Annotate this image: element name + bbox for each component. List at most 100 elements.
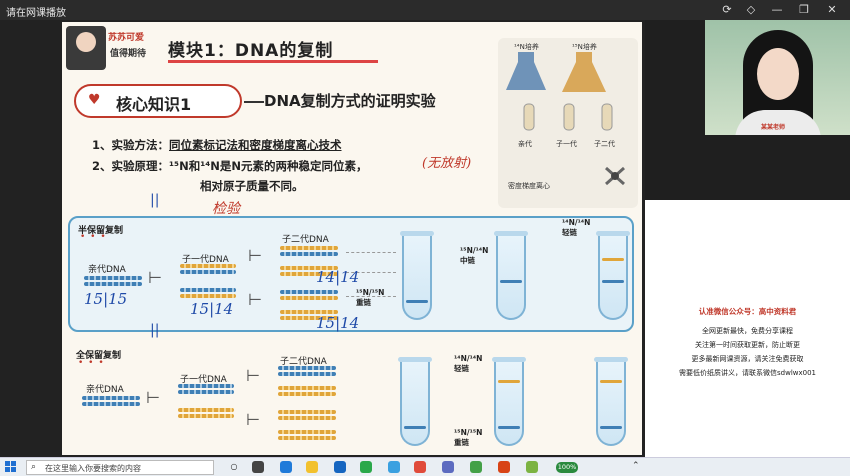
handwriting-mark: || xyxy=(150,322,159,338)
light-band xyxy=(602,258,624,261)
exp2-parent-label: 亲代DNA xyxy=(86,382,124,395)
taskbar-app-icon[interactable] xyxy=(414,461,426,473)
restore-icon[interactable]: ❐ xyxy=(795,2,813,18)
search-placeholder: 在这里输入你要搜索的内容 xyxy=(45,463,141,474)
exp1-child1-strand xyxy=(180,294,236,298)
taskbar-app-icon[interactable] xyxy=(442,461,454,473)
tube-gen1 xyxy=(564,104,574,130)
edge-icon[interactable] xyxy=(280,461,292,473)
handwriting-ratio-b: 15|14 xyxy=(190,300,233,318)
ad-line: 全网更新最快，免费分享课程 xyxy=(645,326,850,336)
tube-gen0 xyxy=(524,104,534,130)
handwriting-stable: (无放射) xyxy=(422,152,471,171)
chevron-up-icon[interactable]: ⌃ xyxy=(632,461,640,471)
folder-icon[interactable] xyxy=(306,461,318,473)
arrow-icon: ⊢ xyxy=(246,368,260,384)
dashed-guide xyxy=(346,252,396,253)
middle-band xyxy=(500,280,522,283)
ad-line: 需要低价纸质讲义，请联系微信sdwlwx001 xyxy=(645,368,850,378)
exp2-child1-strand xyxy=(178,408,234,412)
exp1-mid-label: ¹⁵N/¹⁴N 中链 xyxy=(460,246,488,266)
core-knowledge-pill: ♥ 核心知识1 xyxy=(74,84,242,118)
point-method: 1、实验方法：同位素标记法和密度梯度离心技术 xyxy=(92,137,342,153)
exp2-parent-strand xyxy=(82,396,140,400)
point2-text: ¹⁵N和¹⁴N是N元素的两种稳定同位素， xyxy=(169,159,368,173)
exp2-tube-gen1 xyxy=(494,360,524,446)
core-label: 核心知识1 xyxy=(116,91,191,115)
exp2-child2-strand xyxy=(278,386,336,390)
point-principle-cont: 相对原子质量不同。 xyxy=(200,178,304,194)
light-band xyxy=(600,380,622,383)
pin-icon[interactable]: ◇ xyxy=(742,2,760,18)
point1-prefix: 1、实验方法： xyxy=(92,138,169,152)
arrow-icon: ⊢ xyxy=(248,248,262,264)
point2-prefix: 2、实验原理： xyxy=(92,159,169,173)
heavy-band xyxy=(406,300,428,303)
taskbar-app-icon[interactable] xyxy=(498,461,510,473)
ad-title: 认准微信公众号：高中资料君 xyxy=(645,306,850,317)
exp2-dots: • • • xyxy=(78,358,105,368)
flask-15n-label: ¹⁵N培养 xyxy=(572,42,597,51)
point-principle: 2、实验原理：¹⁵N和¹⁴N是N元素的两种稳定同位素， xyxy=(92,158,368,174)
heavy-band xyxy=(600,426,622,429)
connector-line xyxy=(244,101,264,103)
exp1-child2-strand xyxy=(280,252,338,256)
exp2-child2-strand xyxy=(278,366,336,370)
teacher-avatar xyxy=(66,26,106,70)
ad-panel: 认准微信公众号：高中资料君 全网更新最快，免费分享课程 关注第一时间获取更新，防… xyxy=(645,200,850,457)
exp1-child2-strand xyxy=(280,296,338,300)
search-icon: ⌕ xyxy=(31,462,36,472)
taskbar-search-box[interactable]: ⌕ 在这里输入你要搜索的内容 xyxy=(26,460,214,475)
title-bar: 请在网课播放 ⟳ ◇ — ❐ ✕ xyxy=(0,0,850,20)
exp2-parent-strand xyxy=(82,402,140,406)
arrow-icon: ⊢ xyxy=(248,292,262,308)
gen1-label: 子一代 xyxy=(556,139,577,148)
arrow-icon: ⊢ xyxy=(146,390,160,406)
light-band xyxy=(498,380,520,383)
exp1-child1-strand xyxy=(180,264,236,268)
handwriting-mark: || xyxy=(150,192,159,208)
exp1-tube-gen1 xyxy=(496,234,526,320)
exp1-parent-strand xyxy=(84,276,142,280)
handwriting-ratio-c: 14|14 xyxy=(316,268,359,286)
exp2-heavy-label: ¹⁵N/¹⁵N 重链 xyxy=(454,428,482,448)
core-subtitle: DNA复制方式的证明实验 xyxy=(264,90,436,111)
window-title: 请在网课播放 xyxy=(6,4,66,19)
point1-text: 同位素标记法和密度梯度离心技术 xyxy=(169,138,342,152)
experiment-illustration: ¹⁴N培养 ¹⁵N培养 亲代 子一代 子二代 密度梯度离心 xyxy=(498,38,638,208)
taskbar-badge[interactable]: 100% xyxy=(556,462,578,473)
slide-area: 苏苏可爱 值得期待 模块1：DNA的复制 ♥ 核心知识1 DNA复制方式的证明实… xyxy=(0,20,645,457)
flask-14n-label: ¹⁴N培养 xyxy=(514,42,539,51)
heavy-band xyxy=(404,426,426,429)
slide: 苏苏可爱 值得期待 模块1：DNA的复制 ♥ 核心知识1 DNA复制方式的证明实… xyxy=(62,22,642,455)
exp1-parent-label: 亲代DNA xyxy=(88,262,126,275)
centrifuge-label: 密度梯度离心 xyxy=(508,181,550,190)
ad-line: 关注第一时间获取更新，防止断更 xyxy=(645,340,850,350)
exp2-child1-strand xyxy=(178,414,234,418)
taskbar-app-icon[interactable] xyxy=(360,461,372,473)
task-view-icon[interactable]: ○ xyxy=(228,461,240,473)
taskbar-app-icon[interactable] xyxy=(252,461,264,473)
exp2-child2-strand xyxy=(278,392,336,396)
taskbar-app-icon[interactable] xyxy=(334,461,346,473)
exp1-tube-gen2 xyxy=(598,234,628,320)
dark-panel xyxy=(645,20,705,200)
heavy-band xyxy=(498,426,520,429)
exp1-child1-strand xyxy=(180,288,236,292)
minimize-icon[interactable]: — xyxy=(768,2,786,18)
exp2-tube-gen2 xyxy=(596,360,626,446)
taskbar-app-icon[interactable] xyxy=(388,461,400,473)
windows-start-icon[interactable] xyxy=(5,461,17,473)
exp2-child2-strand xyxy=(278,436,336,440)
brand-line-1: 苏苏可爱 xyxy=(108,30,144,43)
exp1-light-label: ¹⁴N/¹⁴N 轻链 xyxy=(562,218,590,238)
taskbar-app-icon[interactable] xyxy=(526,461,538,473)
middle-band xyxy=(602,280,624,283)
close-icon[interactable]: ✕ xyxy=(823,2,841,18)
module-title: 模块1：DNA的复制 xyxy=(168,36,333,61)
refresh-icon[interactable]: ⟳ xyxy=(718,2,736,18)
taskbar-app-icon[interactable] xyxy=(470,461,482,473)
exp2-child1-strand xyxy=(178,390,234,394)
exp2-tube-parent xyxy=(400,360,430,446)
